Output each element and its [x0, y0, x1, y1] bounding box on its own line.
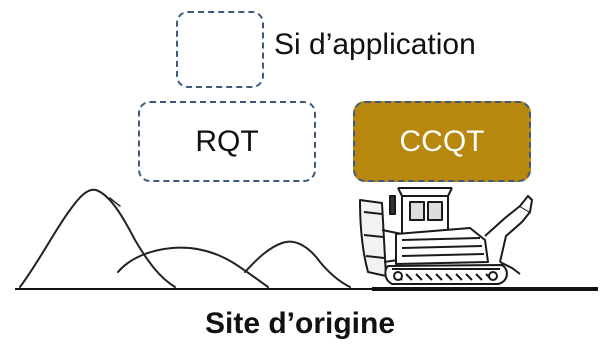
ccqt-box: CCQT: [353, 101, 531, 182]
optional-empty-box: [176, 11, 264, 88]
hills-drawing: [19, 188, 351, 288]
rqt-box: RQT: [138, 101, 316, 182]
ccqt-label: CCQT: [399, 124, 485, 158]
optional-label: Si d’application: [274, 28, 476, 61]
rqt-label: RQT: [195, 124, 259, 158]
site-label: Site d’origine: [204, 307, 396, 340]
bulldozer-icon: [359, 187, 533, 285]
